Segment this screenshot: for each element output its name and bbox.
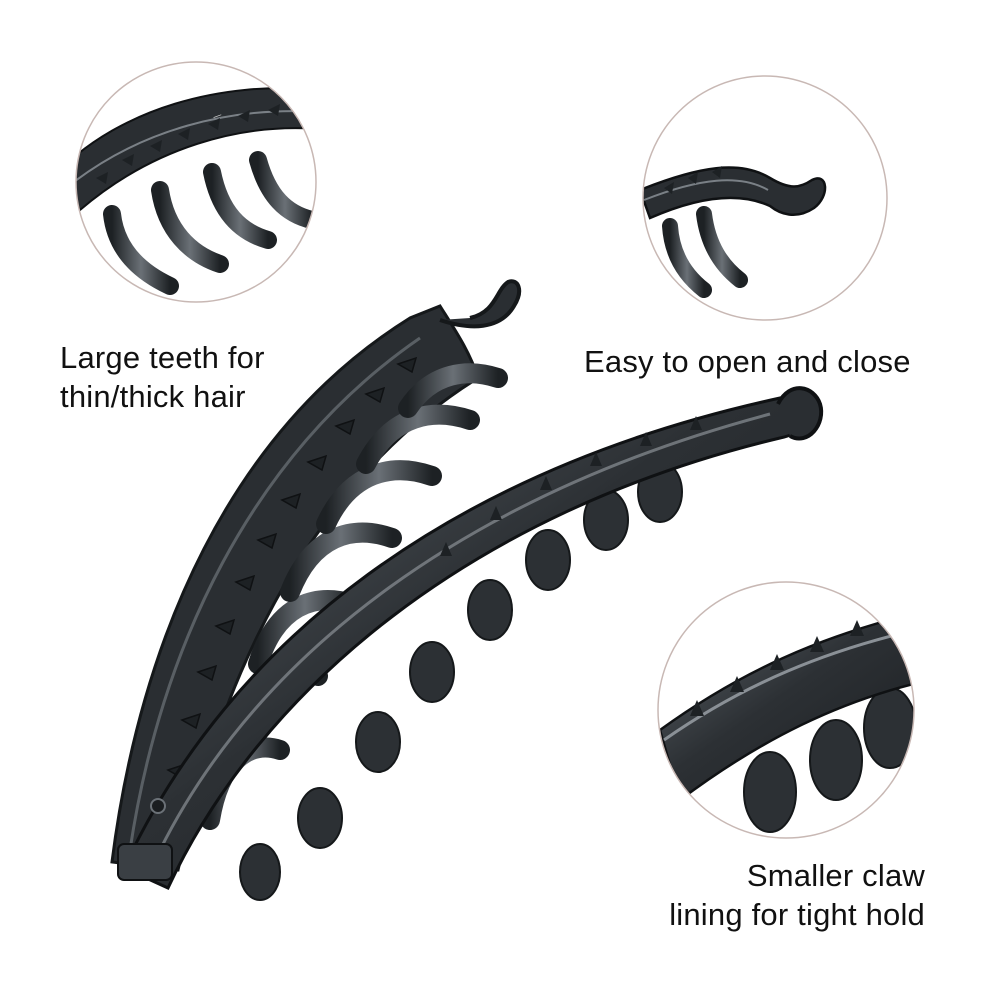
callout-large-teeth-line2: thin/thick hair — [60, 379, 246, 414]
callout-open-close: Easy to open and close — [584, 342, 911, 381]
callout-large-teeth-line1: Large teeth for — [60, 340, 265, 375]
banana-hair-clip-icon — [110, 279, 824, 901]
zoom-teeth-icon: — — [75, 61, 317, 303]
zoom-lining-icon — [657, 581, 915, 839]
front-arm — [117, 386, 824, 901]
zoom-hinge-icon — [642, 75, 888, 321]
svg-text:—: — — [212, 110, 224, 122]
callout-large-teeth: Large teeth for thin/thick hair — [60, 338, 265, 416]
callout-open-close-line1: Easy to open and close — [584, 344, 911, 379]
callout-claw-lining: Smaller claw lining for tight hold — [669, 856, 925, 934]
callout-claw-lining-line2: lining for tight hold — [669, 897, 925, 932]
callout-claw-lining-line1: Smaller claw — [746, 858, 925, 893]
